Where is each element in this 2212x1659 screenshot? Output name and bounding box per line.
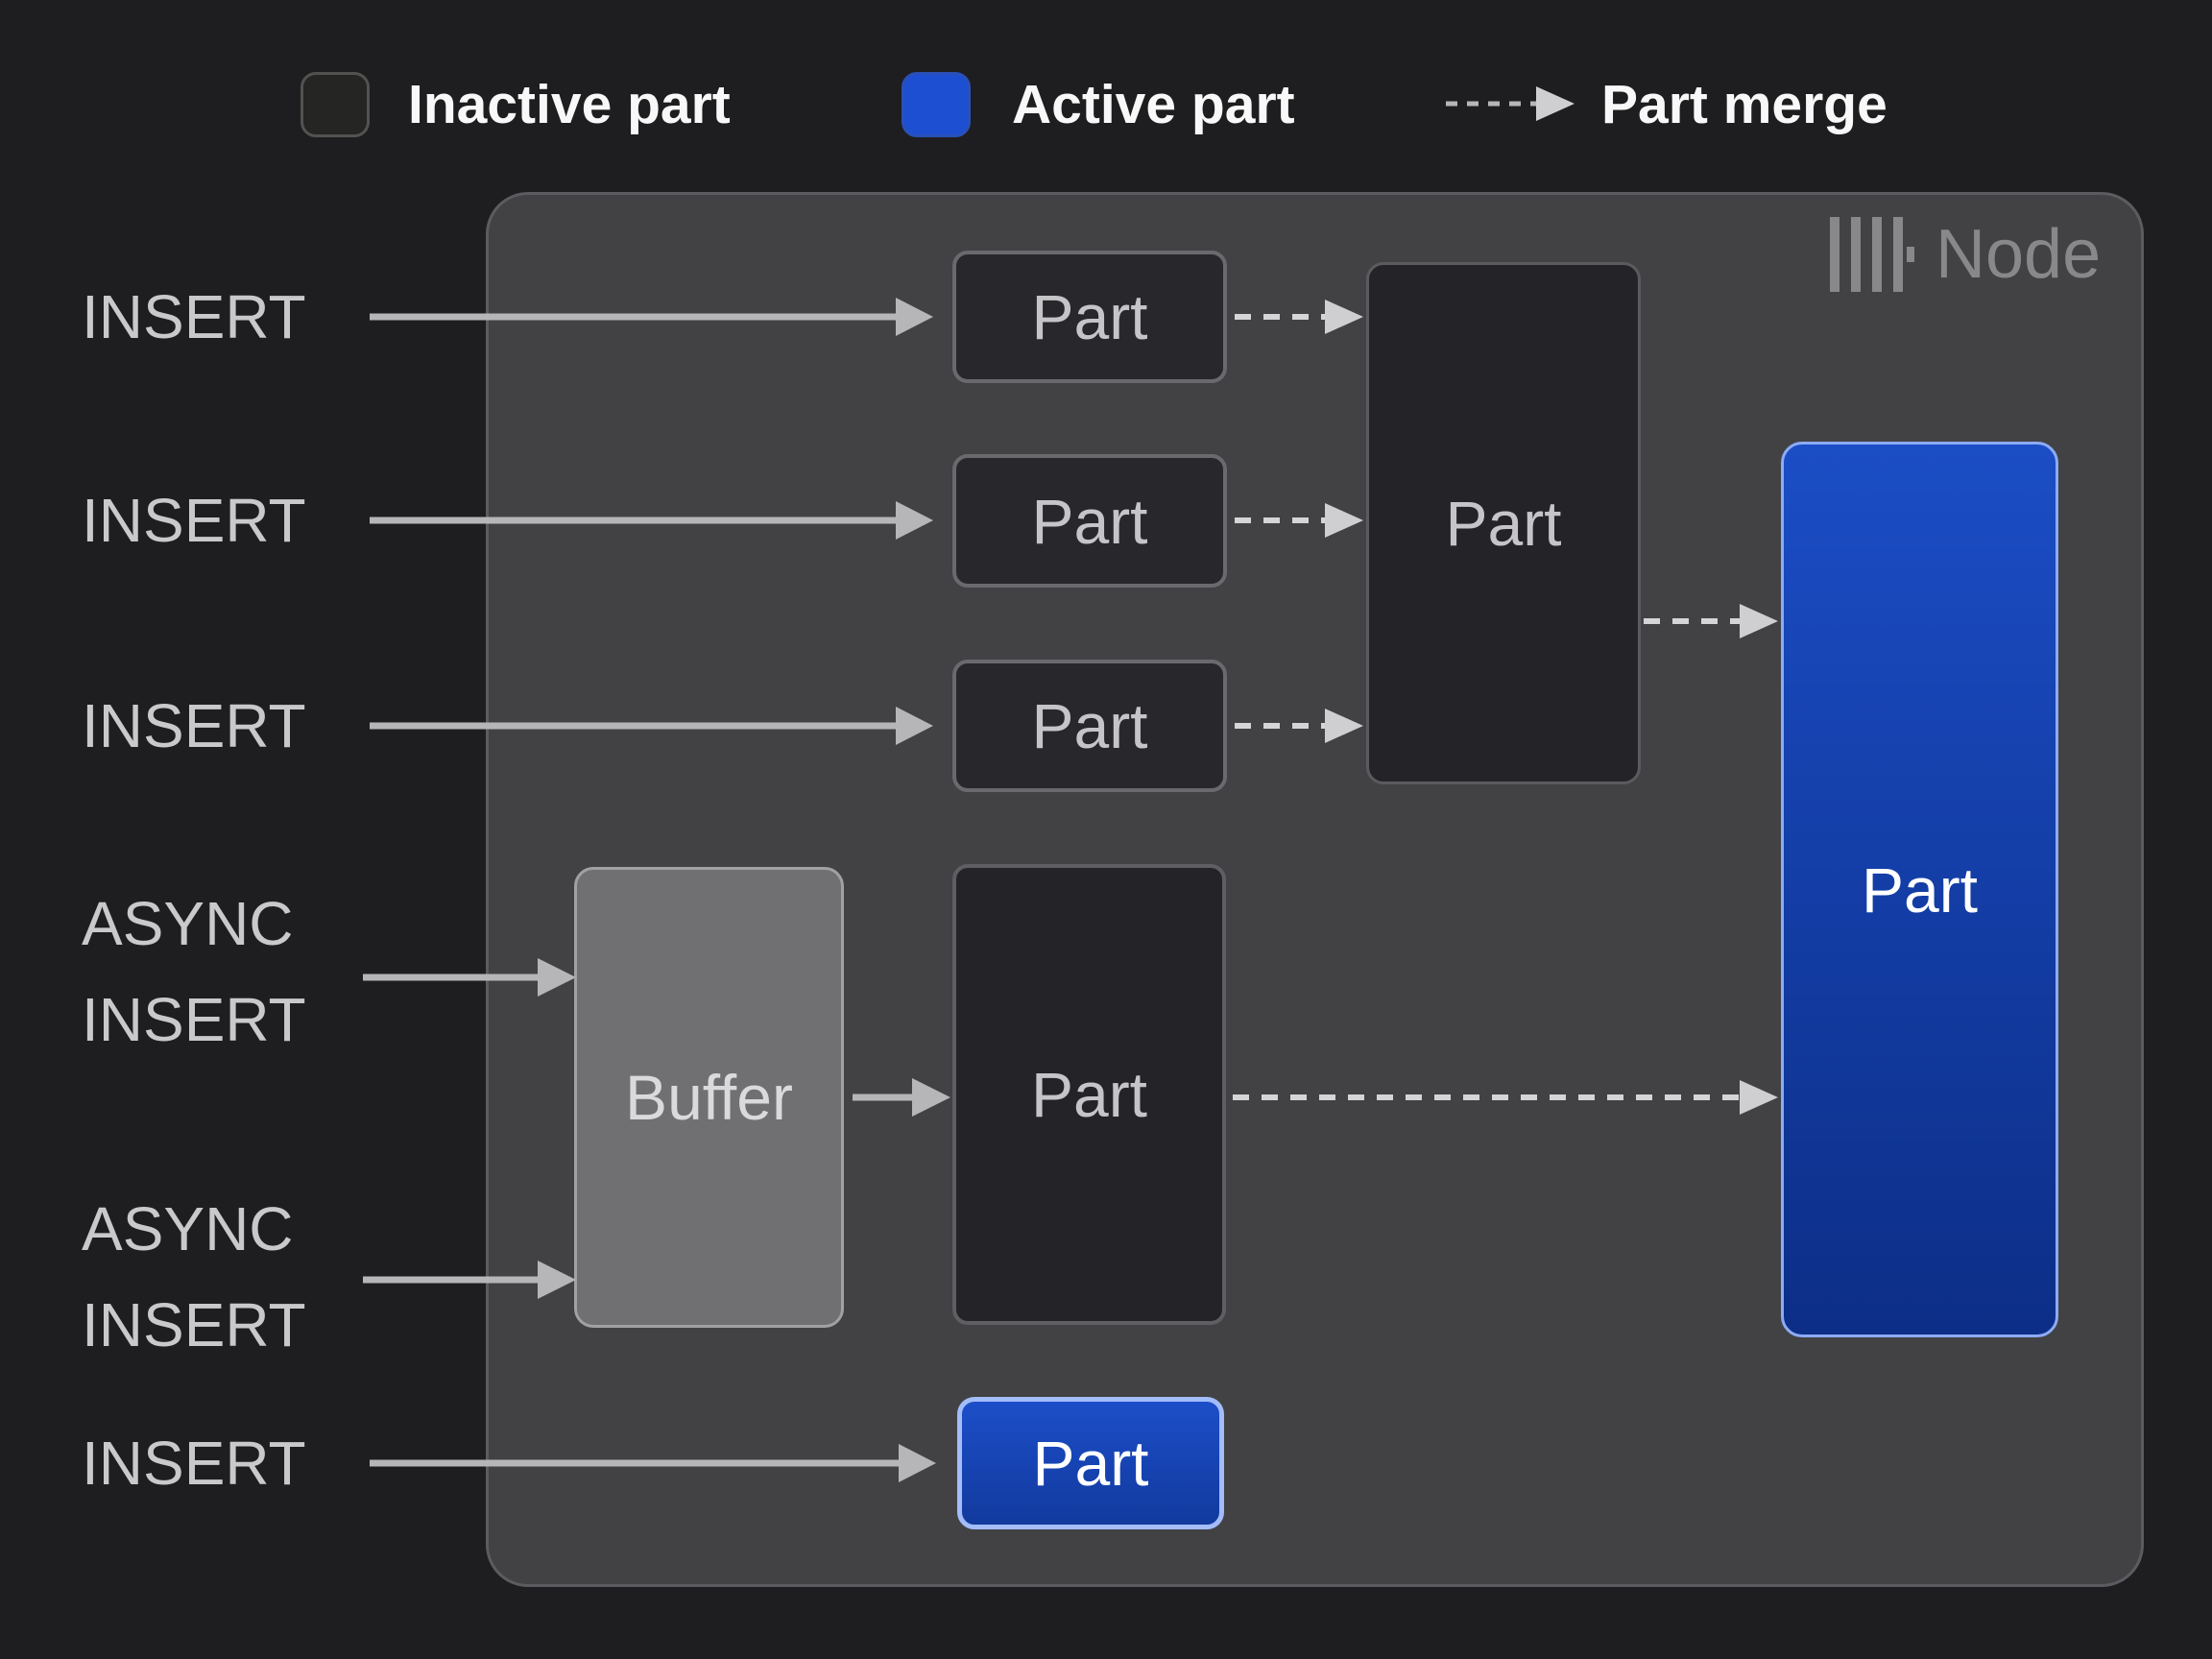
- legend-label-part-merge: Part merge: [1601, 74, 1887, 135]
- part-box-active-large: Part: [1781, 442, 2058, 1337]
- legend-label-inactive-part: Inactive part: [408, 74, 731, 135]
- clickhouse-bars-icon: [1830, 217, 1914, 292]
- part-box-active-small: Part: [957, 1397, 1224, 1529]
- part-box-label: Part: [1861, 854, 1979, 926]
- insert-label-2: INSERT: [82, 486, 306, 555]
- legend-swatch-active-part: [902, 72, 971, 137]
- part-box-inactive-1: Part: [952, 251, 1227, 383]
- part-box-inactive-2: Part: [952, 454, 1227, 588]
- insert-label-1: INSERT: [82, 282, 306, 351]
- part-box-label: Part: [1031, 690, 1148, 761]
- legend-part-merge-arrow-icon: [1446, 86, 1575, 121]
- part-box-label: Part: [1031, 485, 1148, 557]
- part-box-merge-target: Part: [1366, 262, 1641, 784]
- legend-label-active-part: Active part: [1012, 74, 1295, 135]
- part-box-label: Part: [1032, 1428, 1149, 1499]
- insert-label-3: INSERT: [82, 691, 306, 760]
- part-box-label: Part: [1445, 488, 1562, 559]
- buffer-box-label: Buffer: [625, 1062, 793, 1133]
- legend-swatch-inactive-part: [301, 72, 370, 137]
- part-box-label: Part: [1030, 1059, 1148, 1130]
- part-box-inactive-3: Part: [952, 660, 1227, 792]
- node-title: Node: [1936, 216, 2102, 293]
- part-box-buffered: Part: [952, 864, 1226, 1325]
- insert-label-4: INSERT: [82, 1429, 306, 1498]
- part-box-label: Part: [1031, 281, 1148, 352]
- async-insert-label-2: ASYNC INSERT: [82, 1194, 306, 1359]
- async-insert-label-1: ASYNC INSERT: [82, 889, 306, 1054]
- buffer-box: Buffer: [574, 867, 844, 1328]
